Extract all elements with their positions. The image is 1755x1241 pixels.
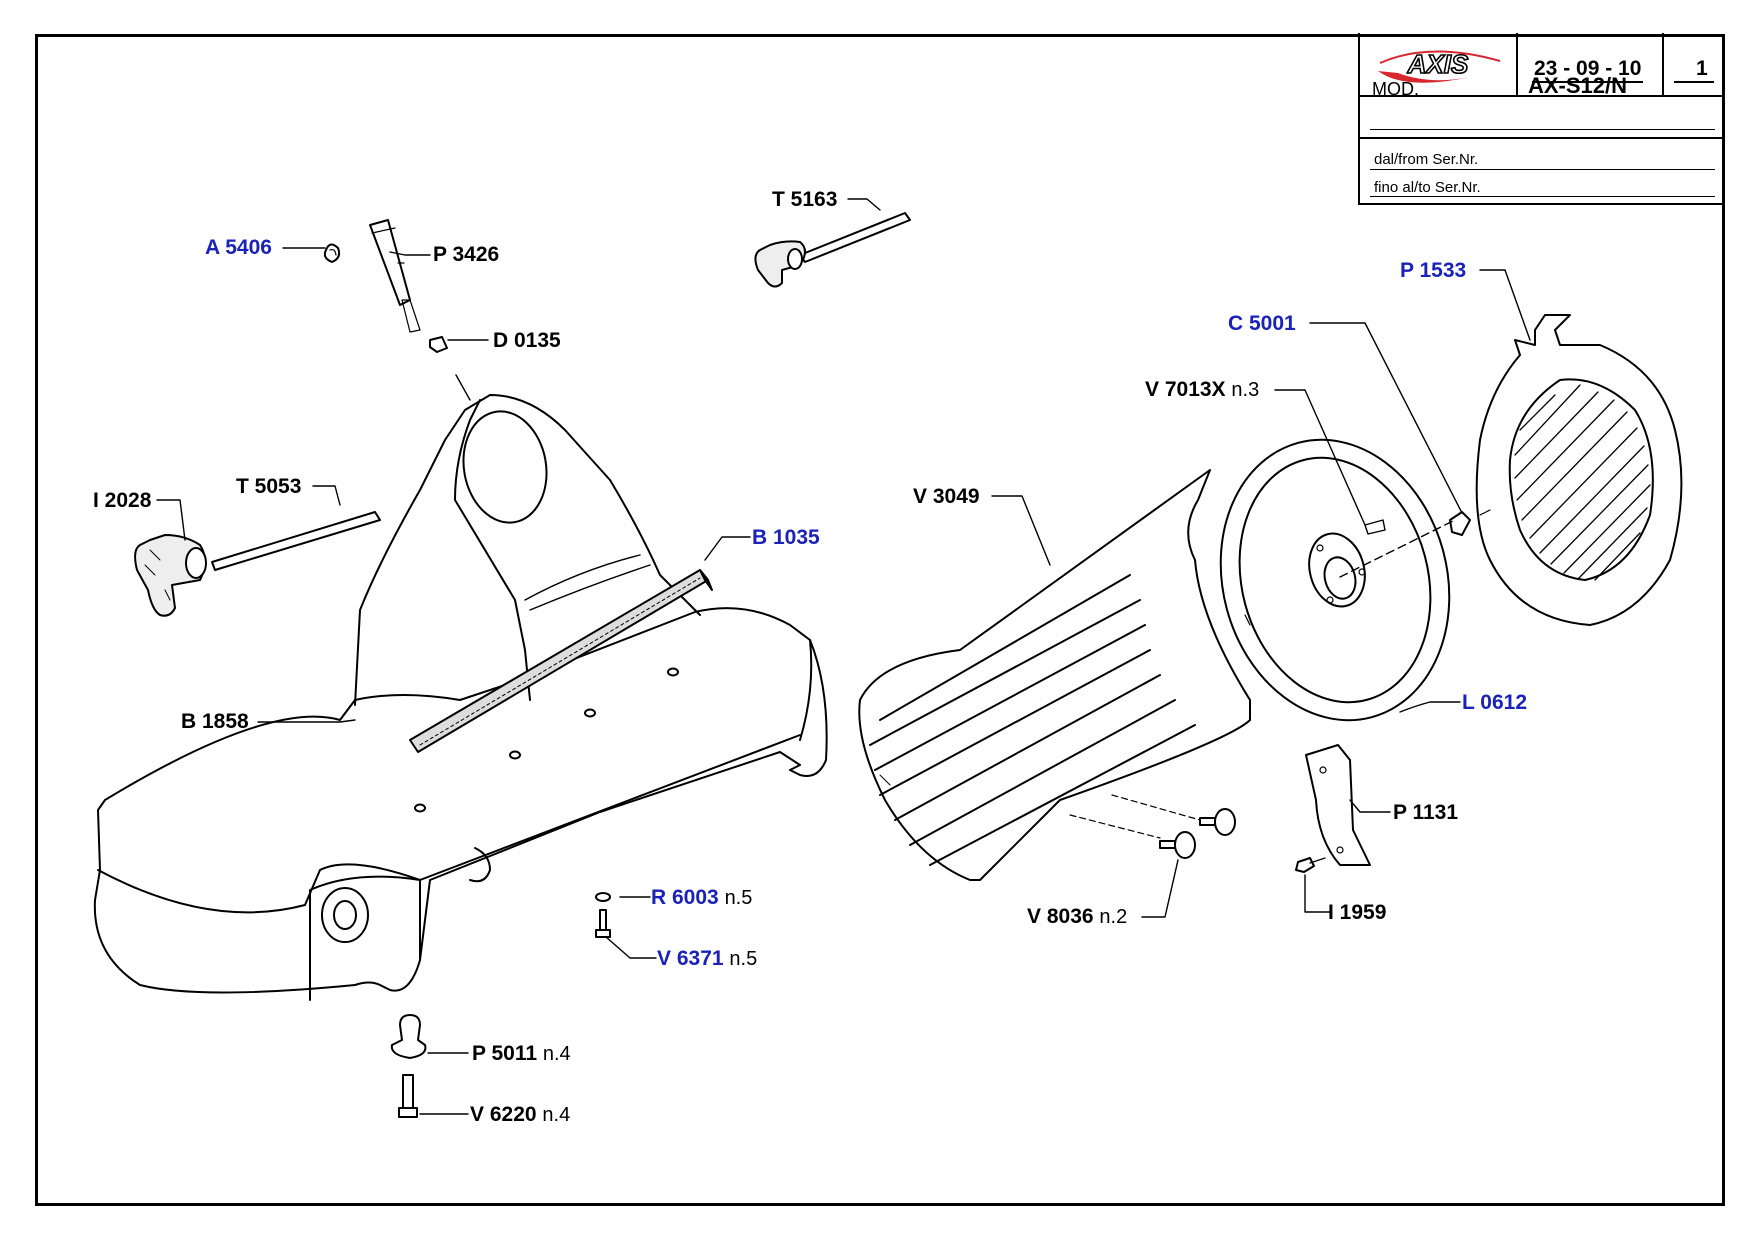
model-label: MOD. xyxy=(1372,79,1419,99)
title-block: AXIS 23 - 09 - 10 1 MOD. AX-S12/N dal/fr… xyxy=(1358,33,1725,205)
revision-date-cell: 23 - 09 - 10 xyxy=(1516,33,1664,95)
title-block-header: AXIS 23 - 09 - 10 1 xyxy=(1360,33,1725,97)
cap-drawing xyxy=(1449,509,1491,536)
model-underline xyxy=(1370,129,1715,130)
from-serial-line xyxy=(1370,169,1715,170)
to-serial-line xyxy=(1370,196,1715,197)
axis-logo: AXIS xyxy=(1360,33,1518,95)
part-label-t5163: T 5163 xyxy=(772,188,838,211)
blade-guard-drawing xyxy=(858,469,1251,881)
leader-lines xyxy=(156,198,1531,1115)
guard-screws-drawing xyxy=(1069,794,1236,859)
knob-and-rod-drawing xyxy=(134,511,381,617)
base-body-drawing xyxy=(93,394,828,1001)
part-label-i1959: I 1959 xyxy=(1328,901,1387,924)
axis-logo-swoosh-icon: AXIS xyxy=(1378,48,1501,83)
small-screw-drawing xyxy=(595,892,611,938)
drawing-border xyxy=(35,34,1725,1206)
part-label-p3426: P 3426 xyxy=(433,243,500,266)
model-value: AX-S12/N xyxy=(1528,73,1628,98)
part-label-b1858: B 1858 xyxy=(181,710,249,733)
part-label-v8036: V 8036 n.2 xyxy=(1027,905,1128,928)
part-label-l0612: L 0612 xyxy=(1462,691,1527,714)
part-label-v7013x: V 7013X n.3 xyxy=(1145,378,1260,401)
sheet-number-cell: 1 xyxy=(1662,33,1725,95)
axis-logo-text: AXIS xyxy=(1407,49,1469,79)
part-label-b1035: B 1035 xyxy=(752,526,820,549)
part-label-v3049: V 3049 xyxy=(913,485,980,508)
part-label-t5053: T 5053 xyxy=(236,475,302,498)
part-label-i2028: I 2028 xyxy=(93,489,152,512)
bracket-drawing xyxy=(1295,744,1371,873)
part-label-a5406: A 5406 xyxy=(205,236,272,259)
part-label-v6371: V 6371 n.5 xyxy=(657,947,758,970)
model-row xyxy=(1360,95,1725,139)
to-serial-label: fino al/to Ser.Nr. xyxy=(1374,179,1481,196)
part-label-c5001: C 5001 xyxy=(1228,312,1296,335)
foot-drawing xyxy=(390,1014,427,1118)
revision-date: 23 - 09 - 10 xyxy=(1532,57,1644,83)
tension-rod-drawing xyxy=(754,212,911,288)
part-label-p1533: P 1533 xyxy=(1400,259,1467,282)
part-label-p1131: P 1131 xyxy=(1393,801,1459,824)
blade-drawing xyxy=(1219,438,1456,722)
part-label-d0135: D 0135 xyxy=(493,329,561,352)
part-label-v6220: V 6220 n.4 xyxy=(470,1103,571,1126)
strip-drawing xyxy=(409,569,713,753)
from-serial-label: dal/from Ser.Nr. xyxy=(1374,151,1479,168)
cover-plate-drawing xyxy=(1475,314,1683,626)
top-pin-drawing xyxy=(323,219,471,401)
part-label-p5011: P 5011 n.4 xyxy=(472,1042,571,1065)
sheet-number: 1 xyxy=(1674,57,1714,83)
part-label-r6003: R 6003 n.5 xyxy=(651,886,753,909)
